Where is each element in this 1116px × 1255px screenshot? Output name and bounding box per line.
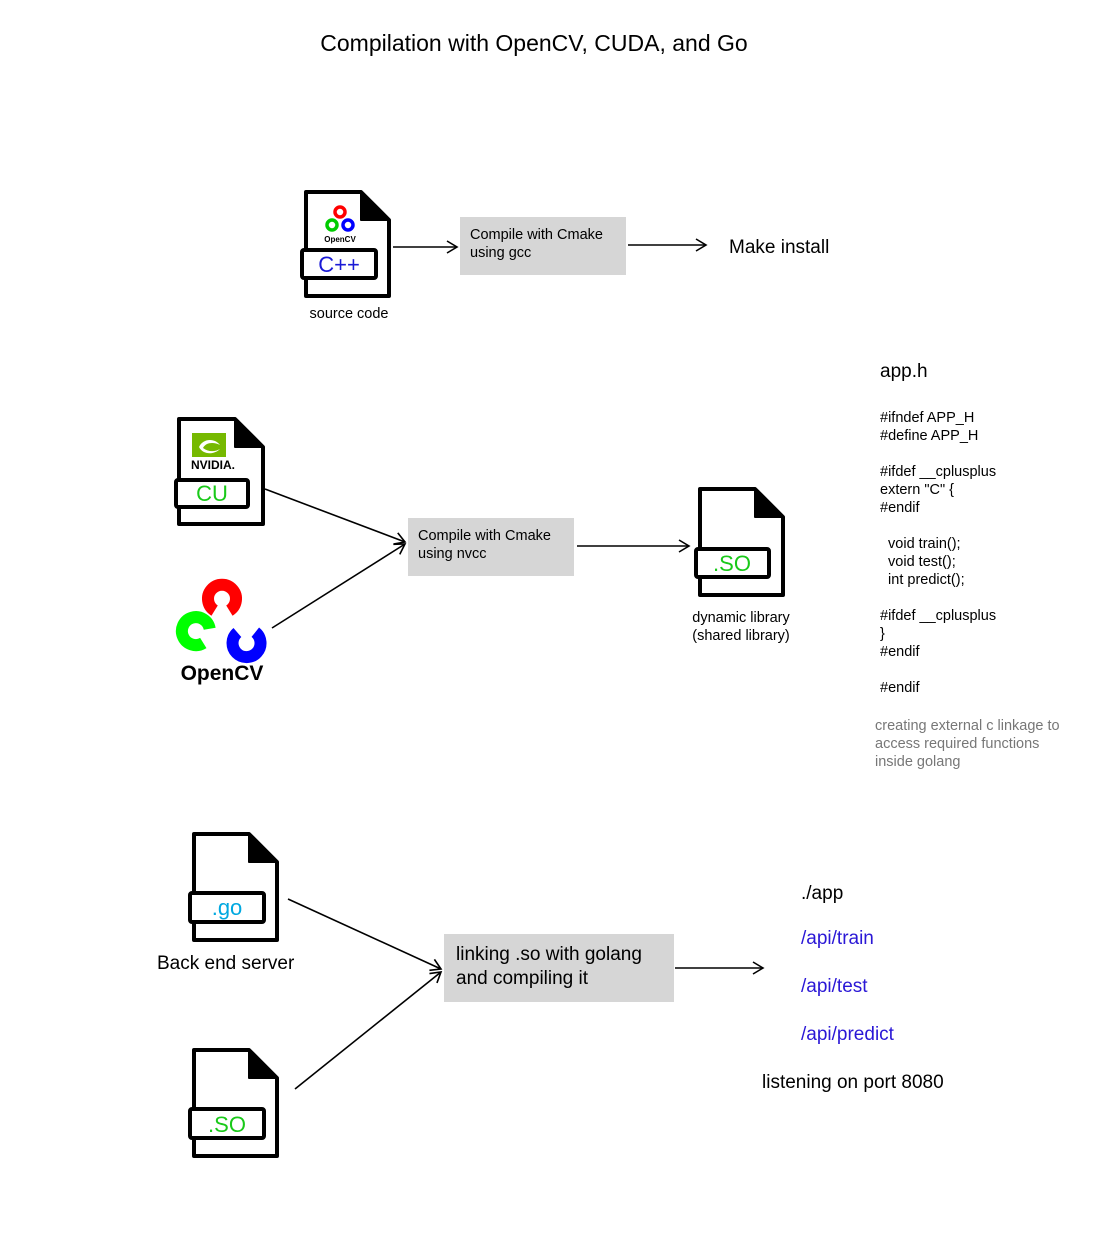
linking-box: linking .so with golang and compiling it (444, 934, 674, 1002)
cuda-file-icon: NVIDIA. CU (174, 417, 265, 526)
cpp-file-icon: OpenCV C++ (300, 190, 391, 298)
diagram-title: Compilation with OpenCV, CUDA, and Go (320, 30, 748, 56)
nvidia-logo-text: NVIDIA. (191, 458, 235, 472)
go-extension: .go (212, 895, 243, 920)
opencv-small-logo-text: OpenCV (324, 235, 356, 244)
cpp-extension: C++ (318, 252, 360, 277)
arrow-opencv-to-compile (271, 543, 407, 629)
app-binary-label: ./app (801, 883, 844, 904)
back-end-server-label: Back end server (157, 953, 295, 974)
opencv-logo-icon: OpenCV (175, 578, 267, 685)
arrow-cuda-to-compile (264, 488, 407, 545)
endpoint-train: /api/train (801, 928, 874, 949)
so-input-extension: .SO (208, 1112, 246, 1137)
make-install-label: Make install (729, 237, 830, 258)
header-file-note: creating external c linkage to access re… (875, 718, 1060, 770)
compile-gcc-box: Compile with Cmake using gcc (460, 217, 626, 275)
opencv-logo-text: OpenCV (181, 662, 264, 685)
dynamic-library-label: dynamic library (shared library) (692, 610, 790, 644)
source-code-label: source code (309, 306, 389, 322)
go-file-icon: .go (188, 832, 279, 942)
cuda-extension: CU (196, 481, 228, 506)
arrow-so-to-link (294, 971, 443, 1090)
endpoint-predict: /api/predict (801, 1024, 894, 1045)
so-extension: .SO (713, 551, 751, 576)
header-file-code: #ifndef APP_H #define APP_H #ifdef __cpl… (880, 410, 997, 696)
endpoint-test: /api/test (801, 976, 868, 997)
listening-port-label: listening on port 8080 (762, 1072, 944, 1093)
compile-nvcc-box: Compile with Cmake using nvcc (408, 518, 574, 576)
so-library-file-icon: .SO (694, 487, 785, 597)
opencv-small-logo-icon: OpenCV (324, 205, 356, 244)
so-input-file-icon: .SO (188, 1048, 279, 1158)
header-file-name: app.h (880, 361, 928, 382)
nvidia-logo-icon: NVIDIA. (191, 433, 235, 472)
arrow-go-to-link (287, 898, 443, 972)
